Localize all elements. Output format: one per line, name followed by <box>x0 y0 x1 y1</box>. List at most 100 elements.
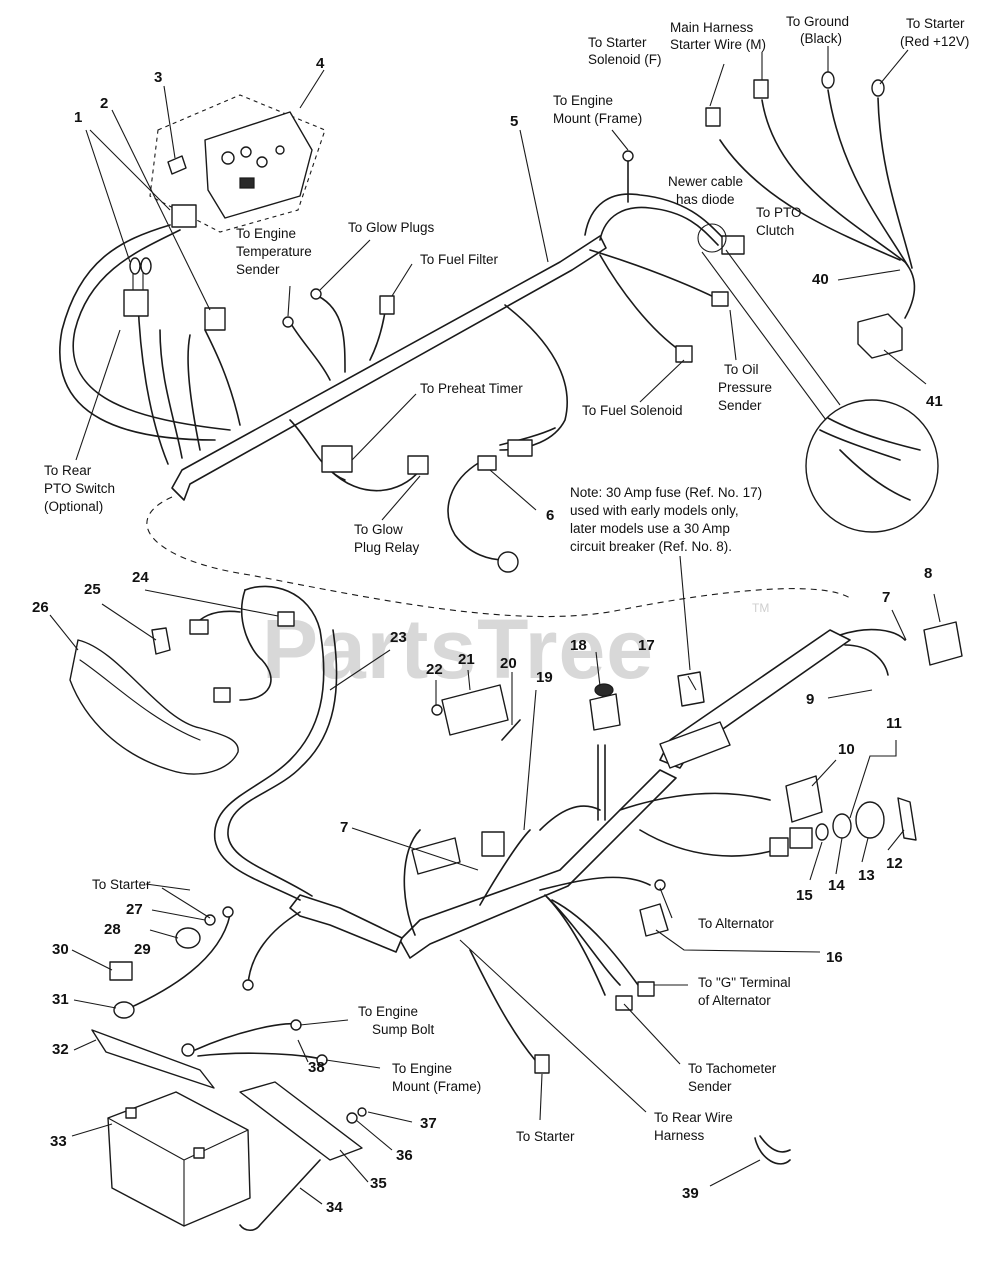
indicator-lamp <box>167 155 187 175</box>
callout-24: 24 <box>132 569 149 586</box>
callout-34: 34 <box>326 1199 343 1216</box>
callout-numbers: 1 2 3 4 5 6 7 7 8 9 10 11 12 13 14 15 16… <box>32 55 943 1216</box>
fuse-17 <box>677 671 705 707</box>
part-6-sensor <box>497 551 519 573</box>
callout-17: 17 <box>638 637 655 654</box>
key-switch-11 <box>855 801 885 839</box>
callout-23: 23 <box>390 629 407 646</box>
connector-24 <box>277 611 295 627</box>
glow-plug-relay-connector <box>321 445 353 473</box>
watermark: PartsTree <box>262 602 654 696</box>
callout-30: 30 <box>52 941 69 958</box>
bulb-25 <box>151 627 171 655</box>
callout-28: 28 <box>104 921 121 938</box>
callout-8: 8 <box>924 565 932 582</box>
switch-18 <box>589 693 621 731</box>
leader-lines <box>49 46 941 1205</box>
label-newer-cable-diode: Newer cable has diode <box>668 174 747 207</box>
callout-6: 6 <box>546 507 554 524</box>
battery-33 <box>107 1091 251 1227</box>
lower-parts <box>69 611 963 1232</box>
connector-2 <box>204 307 226 331</box>
callout-10: 10 <box>838 741 855 758</box>
callout-22: 22 <box>426 661 443 678</box>
label-to-fuel-solenoid: To Fuel Solenoid <box>582 403 683 418</box>
callout-11: 11 <box>886 715 902 732</box>
callout-41: 41 <box>926 393 943 410</box>
part-41-relay <box>857 313 903 359</box>
callout-7a: 7 <box>882 589 890 606</box>
boot-30 <box>109 961 133 981</box>
label-to-alternator: To Alternator <box>698 916 774 931</box>
callout-4: 4 <box>316 55 325 72</box>
label-to-starter-left: To Starter <box>92 877 151 892</box>
light-bar-26 <box>69 639 239 775</box>
label-to-glow-plug-relay: To Glow Plug Relay <box>354 522 420 555</box>
callout-2: 2 <box>100 95 108 112</box>
callout-33: 33 <box>50 1133 67 1150</box>
fuse-holder <box>659 721 731 769</box>
callout-12: 12 <box>886 855 903 872</box>
label-fuse-note: Note: 30 Amp fuse (Ref. No. 17) used wit… <box>570 485 766 554</box>
label-to-engine-temp-sender: To Engine Temperature Sender <box>236 226 316 277</box>
callout-32: 32 <box>52 1041 69 1058</box>
callout-20: 20 <box>500 655 517 672</box>
plate-32 <box>91 1029 215 1089</box>
cap-29 <box>175 927 201 949</box>
callout-14: 14 <box>828 877 845 894</box>
part-10 <box>785 775 823 823</box>
label-to-g-terminal: To "G" Terminal of Alternator <box>698 975 794 1008</box>
text-labels: To Starter Solenoid (F) Main Harness Sta… <box>44 14 969 1144</box>
callout-3: 3 <box>154 69 162 86</box>
upper-harness <box>59 159 726 561</box>
callout-16: 16 <box>826 949 843 966</box>
boot-16 <box>639 903 669 937</box>
callout-19: 19 <box>536 669 553 686</box>
lower-harness-trunk <box>399 769 677 959</box>
upper-harness-trunk <box>171 235 607 501</box>
callout-29: 29 <box>134 941 151 958</box>
callout-1: 1 <box>74 109 82 126</box>
label-to-glow-plugs: To Glow Plugs <box>348 220 435 235</box>
label-to-starter-red: To Starter (Red +12V) <box>900 16 969 49</box>
label-to-engine-mount-top: To Engine Mount (Frame) <box>553 93 642 126</box>
callout-39: 39 <box>682 1185 699 1202</box>
callout-7b: 7 <box>340 819 348 836</box>
label-to-starter-solenoid: To Starter Solenoid (F) <box>588 35 662 67</box>
hold-down-35 <box>239 1081 363 1161</box>
callout-5: 5 <box>510 113 518 130</box>
label-to-ground: To Ground (Black) <box>786 14 853 46</box>
bracket-19 <box>481 831 505 857</box>
label-to-engine-mount-bottom: To Engine Mount (Frame) <box>392 1061 481 1094</box>
circuit-breaker-8 <box>923 621 963 666</box>
callout-31: 31 <box>52 991 69 1008</box>
label-to-fuel-filter: To Fuel Filter <box>420 252 499 267</box>
label-to-oil-pressure-sender: To Oil Pressure Sender <box>718 362 776 413</box>
callout-35: 35 <box>370 1175 387 1192</box>
callout-38: 38 <box>308 1059 325 1076</box>
label-to-starter-bottom: To Starter <box>516 1129 575 1144</box>
upper-parts <box>123 71 939 573</box>
diode-detail-circle <box>805 399 939 533</box>
connector-1b <box>123 289 149 317</box>
callout-37: 37 <box>420 1115 437 1132</box>
harness-separation-dash <box>146 496 851 618</box>
switch-21 <box>441 684 509 736</box>
callout-36: 36 <box>396 1147 413 1164</box>
label-to-preheat-timer: To Preheat Timer <box>420 381 523 396</box>
callout-27: 27 <box>126 901 143 918</box>
pto-clutch-connector <box>721 235 745 255</box>
connector-1a <box>171 204 197 228</box>
label-main-harness-starter-wire: Main Harness Starter Wire (M) <box>670 20 766 52</box>
watermark-trademark: TM <box>752 601 769 615</box>
callout-26: 26 <box>32 599 49 616</box>
callout-9: 9 <box>806 691 814 708</box>
label-to-engine-sump-bolt: To Engine Sump Bolt <box>358 1004 435 1037</box>
callout-40: 40 <box>812 271 829 288</box>
callout-18: 18 <box>570 637 587 654</box>
callout-13: 13 <box>858 867 875 884</box>
label-to-pto-clutch: To PTO Clutch <box>756 205 805 238</box>
callout-15: 15 <box>796 887 813 904</box>
label-to-tachometer-sender: To Tachometer Sender <box>688 1061 780 1094</box>
